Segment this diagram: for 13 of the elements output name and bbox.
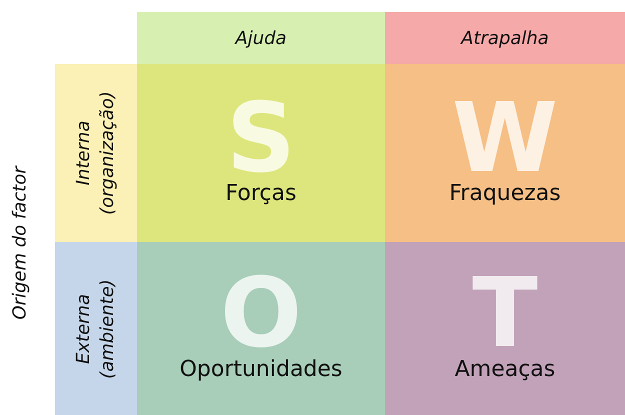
- row-heading: Interna (organização): [72, 90, 119, 217]
- column-heading: Atrapalha: [461, 28, 549, 48]
- quadrant-title: Fraquezas: [449, 182, 561, 206]
- axis-label: Origem do factor: [10, 166, 30, 320]
- quadrant-title: Oportunidades: [180, 358, 342, 382]
- watermark-letter: W: [452, 100, 558, 176]
- quadrant-title: Forças: [226, 182, 296, 206]
- column-heading: Ajuda: [235, 28, 287, 48]
- watermark-letter: T: [472, 275, 538, 352]
- watermark-letter: S: [226, 100, 296, 176]
- watermark-letter: O: [220, 275, 302, 352]
- row-heading: Externa (ambiente): [72, 278, 119, 380]
- quadrant-title: Ameaças: [454, 358, 556, 382]
